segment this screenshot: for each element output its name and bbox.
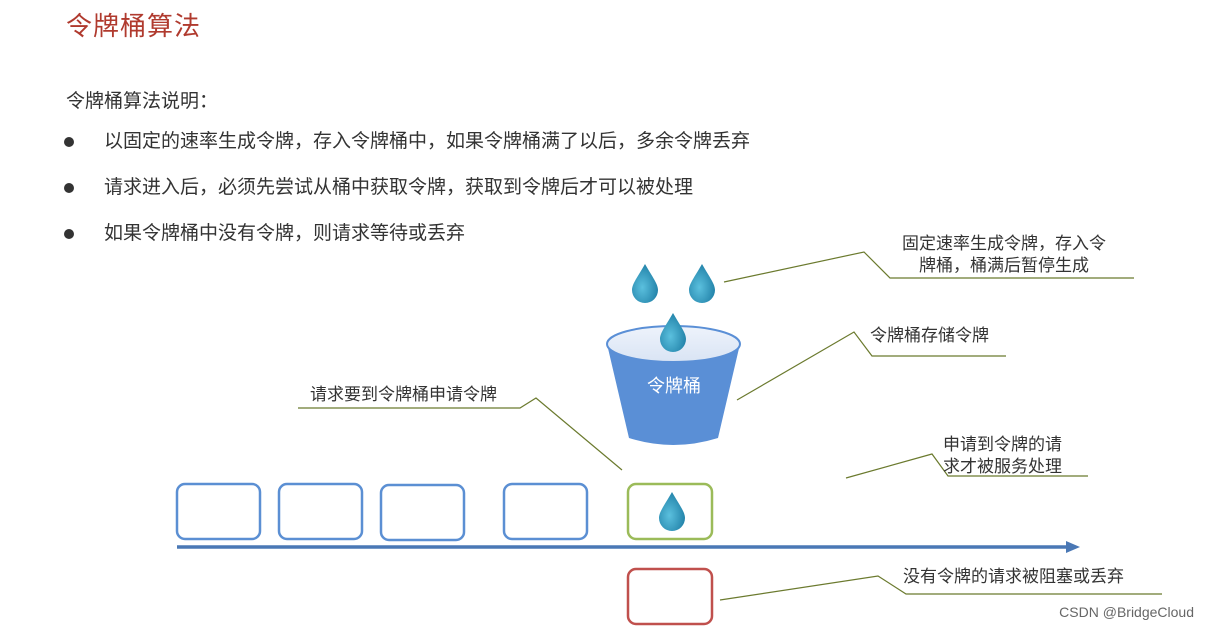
blocked-leader-line [719,575,1162,601]
bullet-dot-icon [64,229,74,239]
served-leader-line [845,453,1088,479]
generate-leader-line [723,251,1134,283]
served-token-drop-icon [659,492,685,531]
bullet-text: 请求进入后，必须先尝试从桶中获取令牌，获取到令牌后才可以被处理 [104,176,694,198]
bucket-body [607,344,740,445]
bullet-dot-icon [64,183,74,193]
page-title: 令牌桶算法 [66,12,202,42]
bucket-label: 令牌桶 [647,376,701,397]
bullet-dot-icon [64,137,74,147]
request-annotation: 请求要到令牌桶申请令牌 [310,385,497,405]
request-box [502,482,589,541]
bullet-list: 以固定的速率生成令牌，存入令牌桶中，如果令牌桶满了以后，多余令牌丢弃 请求进入后… [62,126,750,264]
generate-annotation: 固定速率生成令牌，存入令 牌桶，桶满后暂停生成 [884,233,1124,277]
store-leader-line [736,331,1006,401]
served-annotation-line2: 求才被服务处理 [943,457,1062,477]
store-annotation: 令牌桶存储令牌 [870,326,989,346]
request-box [379,483,466,542]
served-annotation: 申请到令牌的请 求才被服务处理 [943,434,1062,478]
bullet-text: 如果令牌桶中没有令牌，则请求等待或丢弃 [104,222,466,244]
section-subtitle: 令牌桶算法说明： [66,90,219,112]
watermark: CSDN @BridgeCloud [1059,604,1194,620]
bullet-item: 如果令牌桶中没有令牌，则请求等待或丢弃 [62,218,750,264]
served-annotation-line1: 申请到令牌的请 [943,435,1062,455]
generate-annotation-line1: 固定速率生成令牌，存入令 [902,234,1106,254]
bullet-item: 请求进入后，必须先尝试从桶中获取令牌，获取到令牌后才可以被处理 [62,172,750,218]
request-leader-line [298,397,623,471]
request-box [277,482,364,541]
generate-annotation-line2: 牌桶，桶满后暂停生成 [919,256,1089,276]
bucket-token-drop-icon [660,313,686,352]
flow-arrow-head-icon [1066,541,1080,553]
blocked-request-box [626,567,714,626]
blocked-annotation: 没有令牌的请求被阻塞或丢弃 [903,567,1124,587]
falling-token-drop-icon [632,264,658,303]
request-box [175,482,262,541]
bullet-item: 以固定的速率生成令牌，存入令牌桶中，如果令牌桶满了以后，多余令牌丢弃 [62,126,750,172]
served-request-box [626,482,714,541]
falling-token-drop-icon [689,264,715,303]
bullet-text: 以固定的速率生成令牌，存入令牌桶中，如果令牌桶满了以后，多余令牌丢弃 [104,130,751,152]
